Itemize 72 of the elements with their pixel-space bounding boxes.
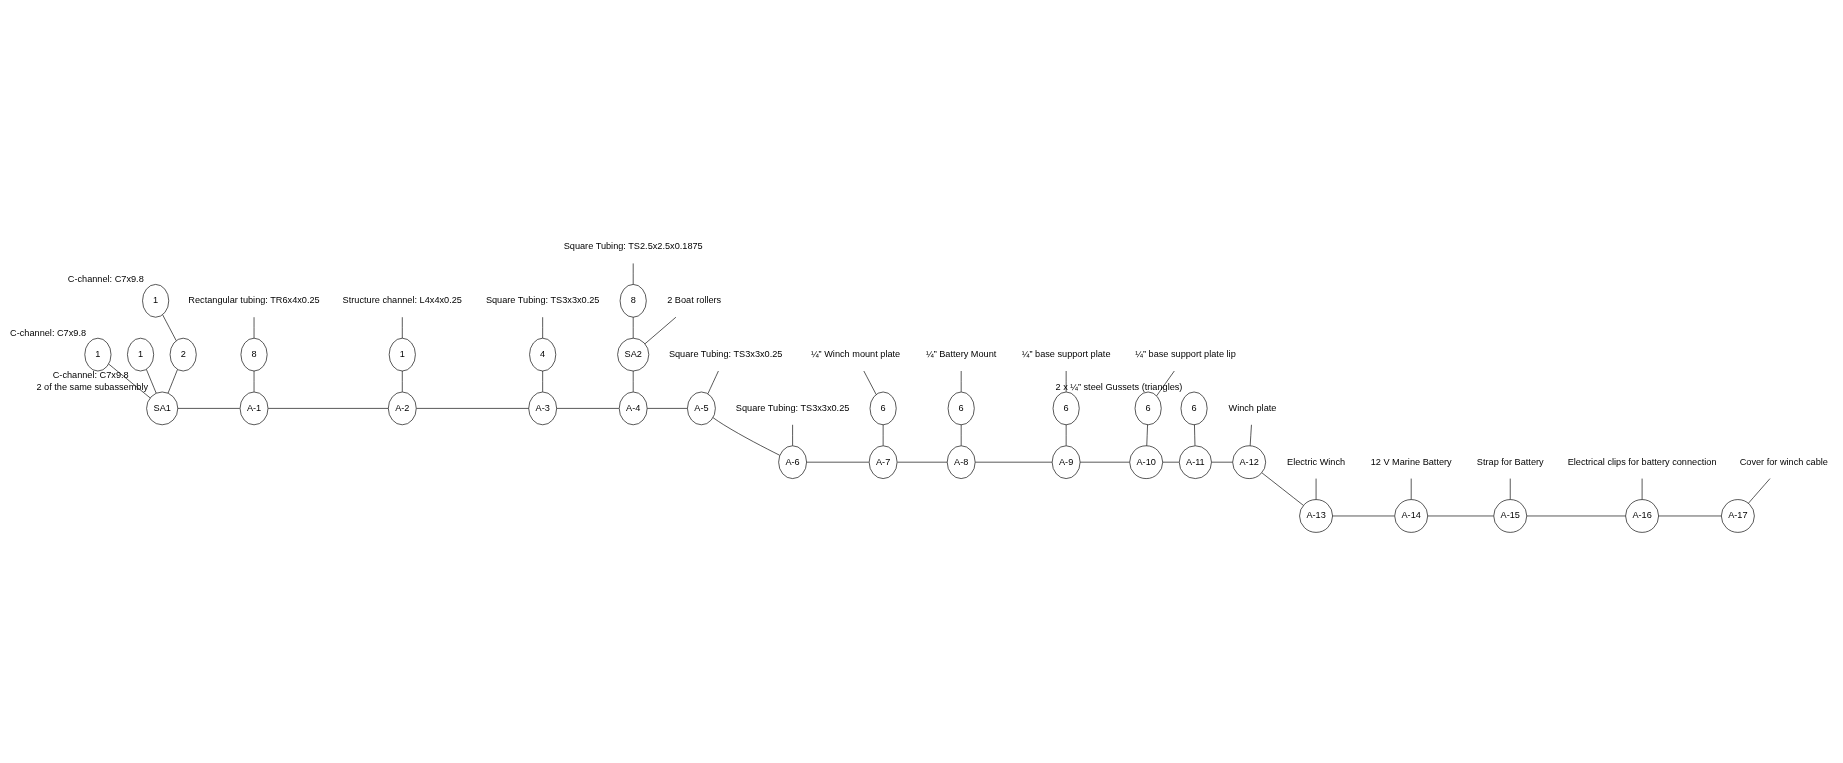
node-label: C-channel: C7x9.8 [52, 370, 129, 381]
node-text: 12 V Marine Battery [1370, 456, 1452, 467]
node-ellipse: 6 [1180, 391, 1208, 426]
node-ellipse: 1 [388, 337, 416, 372]
node-text: Winch plate [1228, 402, 1277, 413]
node-ellipse: 1 [127, 337, 154, 372]
node-text: Square Tubing: TS3x3x0.25 [485, 295, 600, 306]
node-text: Square Tubing: TS3x3x0.25 [735, 402, 850, 413]
node-ellipse: A-2 [388, 391, 417, 426]
node-circle: SA1 [146, 391, 179, 426]
connector [1194, 424, 1196, 446]
node-ellipse: 8 [240, 337, 268, 372]
connector [177, 408, 241, 409]
connector [162, 314, 177, 341]
node-ellipse: A-1 [239, 391, 269, 426]
node-text: 2 Boat rollers [667, 295, 722, 306]
node-label: C-channel: C7x9.8 [67, 273, 144, 284]
node-circle: A-14 [1394, 499, 1429, 533]
node-circle: SA2 [617, 337, 650, 372]
node-ellipse: A-7 [868, 445, 898, 479]
node-ellipse: A-3 [528, 391, 557, 426]
node-ellipse: 6 [1134, 391, 1162, 426]
connector [1332, 515, 1395, 517]
node-circle: A-12 [1232, 445, 1266, 479]
connector [556, 408, 620, 409]
node-ellipse: 6 [1052, 391, 1080, 426]
node-text: Rectangular tubing: TR6x4x0.25 [188, 295, 320, 306]
node-text: ¼” Winch mount plate [810, 349, 901, 360]
node-circle: A-10 [1129, 445, 1163, 479]
node-ellipse: A-6 [778, 445, 807, 479]
node-ellipse: 8 [619, 284, 647, 318]
connector [632, 370, 634, 393]
node-text: Square Tubing: TS3x3x0.25 [668, 349, 783, 360]
node-text: Electric Winch [1287, 456, 1346, 467]
node-text: Cover for winch cable [1739, 456, 1828, 467]
node-label: 2 of the same subassembly [36, 381, 149, 392]
node-circle: A-15 [1493, 499, 1528, 533]
node-ellipse: A-9 [1051, 445, 1081, 479]
node-text: ¼” base support plate lip [1135, 349, 1236, 360]
node-circle: A-11 [1178, 445, 1212, 479]
connector [401, 370, 403, 393]
node-text: ¼” Battery Mount [926, 349, 997, 360]
node-label: C-channel: C7x9.8 [10, 327, 87, 338]
node-ellipse: 1 [142, 284, 170, 318]
node-ellipse: 4 [529, 337, 557, 372]
connector [712, 417, 780, 456]
connector [1146, 424, 1148, 447]
node-text: Structure channel: L4x4x0.25 [342, 295, 462, 306]
connector [863, 370, 877, 395]
connector [1658, 515, 1722, 517]
node-text: Electrical clips for battery connection [1567, 456, 1717, 467]
node-ellipse: A-4 [618, 391, 648, 426]
node-text: ¼” base support plate [1021, 349, 1111, 360]
node-ellipse: A-5 [687, 391, 716, 426]
node-text: Strap for Battery [1476, 456, 1544, 467]
connector [1162, 461, 1180, 463]
node-ellipse: 1 [84, 337, 112, 372]
node-ellipse: 2 [169, 337, 197, 372]
connector [108, 363, 151, 399]
node-circle: A-13 [1299, 499, 1333, 533]
connector [146, 369, 157, 394]
node-ellipse: A-8 [946, 445, 976, 479]
node-text: Square Tubing: TS2.5x2.5x0.1875 [563, 241, 703, 252]
connector [416, 408, 529, 409]
node-circle: A-16 [1625, 499, 1659, 533]
connector [644, 316, 677, 345]
node-circle: A-17 [1721, 499, 1755, 533]
connector [1748, 478, 1771, 504]
node-ellipse: 6 [947, 391, 975, 426]
node-ellipse: 6 [869, 391, 897, 426]
connector [542, 370, 543, 393]
node-label: 2 x ¼” steel Gussets (triangles) [1055, 381, 1183, 392]
